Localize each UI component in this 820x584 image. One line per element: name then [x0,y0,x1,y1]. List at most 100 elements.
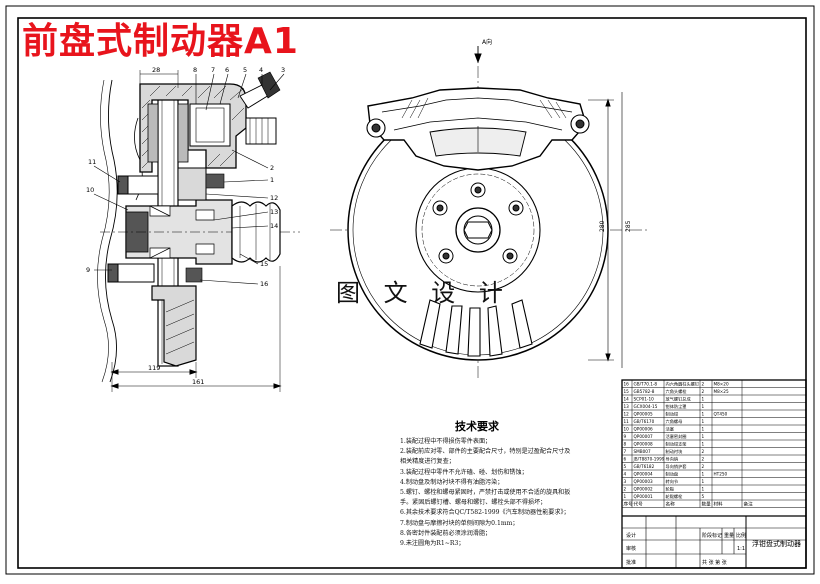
bom-cell: 轮毂 [666,486,675,493]
bom-cell: 导向销护套 [666,463,688,470]
part-label: 3 [281,66,285,74]
bom-cell: 2 [702,464,705,469]
bom-cell: GB/T70.1-8 [634,382,658,387]
bom-cell: 5 [702,494,705,499]
bom-cell: 2 [702,382,705,387]
bom-cell: QP00007 [634,434,653,439]
bom-cell: 2 [702,449,705,454]
bom-cell: 2 [702,389,705,394]
bom-cell: 12 [624,412,630,417]
bom-cell: 3 [624,479,627,484]
bom-cell: QP00001 [634,494,653,499]
tech-item: 手。紧固后螺钉槽、螺母和螺钉、螺栓头部不得损坏； [400,499,547,507]
part-label: 6 [225,66,229,74]
bom-cell: 14 [624,397,630,402]
title-block-text: 设计 审核 批准 阶段标记 重量 比例 1:1 共 张 第 张 浮钳盘式制动器 [626,532,801,566]
scale-label: 比例 [736,532,746,539]
tech-item: 8.各密封件装配前必须涂润滑脂； [400,529,492,537]
bom-cell: QT450 [714,412,728,417]
bom-cell: 1 [702,479,705,484]
drawing-title: 前盘式制动器A1 [22,21,299,62]
tech-item: 3.装配过程中零件不允许磕、碰、划伤和锈蚀； [400,468,528,476]
bom-cell: 9 [624,434,627,439]
bom-header-cell: 备注 [744,501,754,508]
dimension-right: 285 [625,220,632,232]
bom-cell: 活塞密封圈 [666,433,687,440]
bom-cell: 1 [702,442,705,447]
part-label: 10 [86,186,94,194]
bom-cell: 放气螺钉总成 [666,396,691,403]
bom-cell: 1 [702,472,705,477]
part-label: 15 [260,260,268,268]
bom-header-cell: 材料 [714,501,724,508]
bom-cell: 15 [624,389,630,394]
bom-cell: 1 [702,419,705,424]
part-label: 8 [193,66,197,74]
bom-cell: 制动钳支架 [666,441,687,448]
bom-cell: 2 [624,487,627,492]
watermark-text: 图 文 设 计 [336,279,511,307]
bom-cell: 1 [702,397,705,402]
front-dimensions: 280 285 A向 [482,38,632,232]
bom-cell: 4 [624,472,627,477]
tech-item: 1.装配过程中不得损伤零件表面； [400,438,492,445]
outer-frame [5,5,815,575]
bom-cell: 1 [702,487,705,492]
dimension-inner: 119 [148,364,160,372]
tech-item: 2.装配前应对零、部件的主要配合尺寸，特别是过盈配合尺寸及 [400,448,571,456]
bom-cell: 1 [702,404,705,409]
part-label: 5 [243,66,247,74]
part-label: 7 [211,66,215,74]
bom-header-cell: 数量 [702,501,712,508]
part-label: 12 [270,194,278,202]
bom-cell: QP00006 [634,427,653,432]
bom-cell: 1 [702,427,705,432]
bom-cell: 导向销 [666,456,679,463]
part-label: 1 [270,176,274,184]
bom-cell: 六角螺母 [666,418,683,425]
view-label: A向 [482,38,492,46]
tech-item: 7.制动盘与摩擦衬块的单侧间隙为0.1mm； [400,519,519,527]
bom-cell: 7 [624,449,627,454]
bom-cell: QP00003 [634,479,653,484]
bom-cell: 1 [702,434,705,439]
part-label: 13 [270,208,278,216]
sheet-label: 共 张 第 张 [702,559,727,566]
bom-cell: 1 [702,412,705,417]
bom-header-cell: 代号 [634,501,644,508]
bom-cell: HT250 [714,472,728,477]
bom-cell: GB5782-8 [634,389,655,394]
bom-cell: 5 [624,464,627,469]
tech-item: 9.未注圆角为R1~R3； [400,540,465,548]
bom-cell: 制动衬块 [666,448,684,455]
bom-cell: QP00008 [634,442,653,447]
bom-cell: 内六角圆柱头螺钉 [666,381,700,388]
bom-cell: JB/T8870-1999 [633,457,665,462]
bom-cell: GB/T6182 [634,464,655,469]
title-block [622,516,806,568]
bom-cell: M8×25 [714,389,729,394]
bom-cell: QP00002 [634,487,653,492]
bom-cell: 活塞 [666,426,675,433]
bom-cell: 六角头螺栓 [666,388,688,395]
bom-cell: QP00005 [634,412,653,417]
bom-cell: 制动盘 [666,471,679,478]
bom-cell: GB/T6170 [634,419,655,424]
design-label: 设计 [626,532,636,539]
weight-label: 重量 [724,532,734,539]
bom-cell: 钳体防尘罩 [666,403,687,410]
section-dimensions: 119 161 28 [148,66,204,386]
part-label: 9 [86,266,90,274]
bom-header-cell: 序号 [624,501,634,508]
bom-cell: 1 [624,494,627,499]
bom-cell: 6 [624,457,627,462]
leader-lines [93,73,285,285]
bom-table [621,379,807,569]
tech-requirements-list: 1.装配过程中不得损伤零件表面； 2.装配前应对零、部件的主要配合尺寸，特别是过… [400,437,610,549]
bom-cell: 2 [702,457,705,462]
check-label: 审核 [626,545,636,552]
scale-value: 1:1 [737,546,745,552]
